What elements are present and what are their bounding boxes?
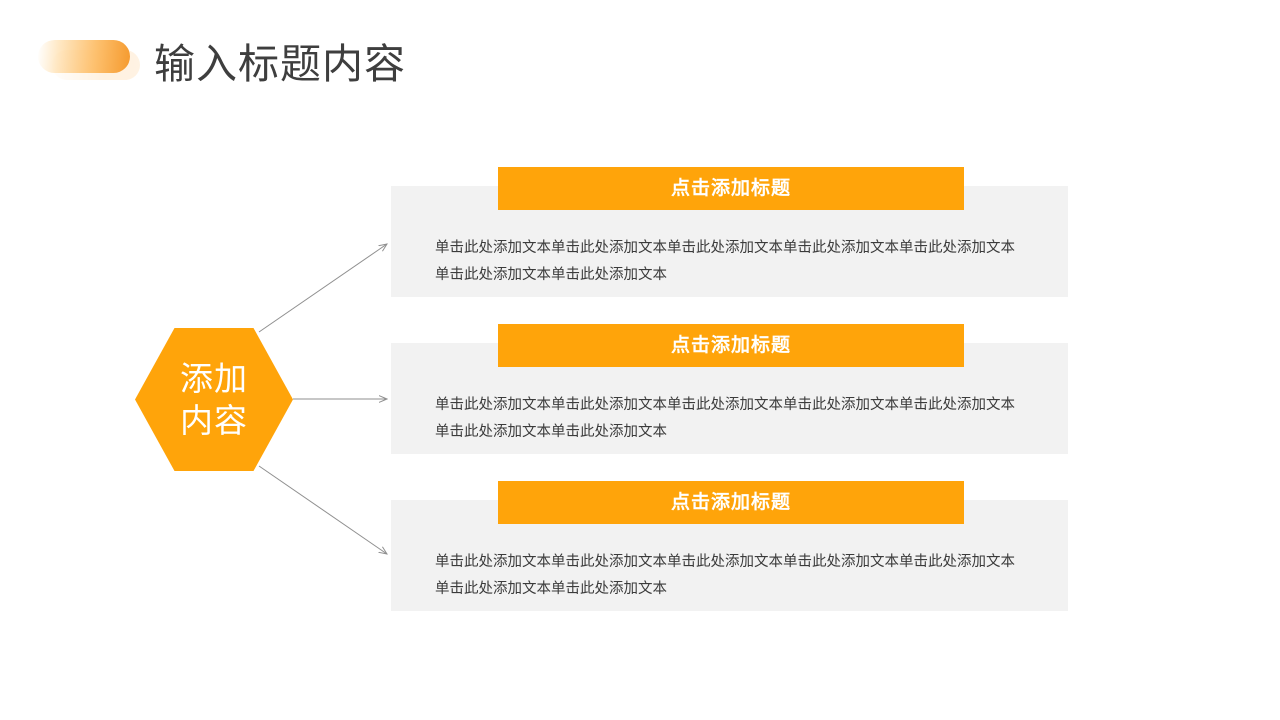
title-decoration-icon (30, 38, 140, 82)
content-heading-text-2: 点击添加标题 (670, 335, 791, 356)
content-body-2: 单击此处添加文本单击此处添加文本单击此处添加文本单击此处添加文本单击此处添加文本… (435, 397, 1015, 440)
content-heading-bar-1[interactable]: 点击添加标题 (498, 167, 964, 210)
hub-label-line2: 内容 (180, 401, 248, 439)
connector-line-3 (258, 465, 387, 554)
connector-line-1 (258, 244, 387, 333)
content-heading-bar-2[interactable]: 点击添加标题 (498, 324, 964, 367)
content-heading-text-1: 点击添加标题 (670, 178, 791, 199)
content-body-3: 单击此处添加文本单击此处添加文本单击此处添加文本单击此处添加文本单击此处添加文本… (435, 554, 1015, 597)
hub-hexagon[interactable]: 添加 内容 (135, 328, 293, 471)
content-body-1: 单击此处添加文本单击此处添加文本单击此处添加文本单击此处添加文本单击此处添加文本… (435, 240, 1015, 283)
content-heading-bar-3[interactable]: 点击添加标题 (498, 481, 964, 524)
content-heading-text-3: 点击添加标题 (670, 492, 791, 513)
page-title: 输入标题内容 (154, 41, 406, 87)
decoration-pill-front (38, 40, 130, 73)
hub-label-line1: 添加 (180, 359, 248, 397)
